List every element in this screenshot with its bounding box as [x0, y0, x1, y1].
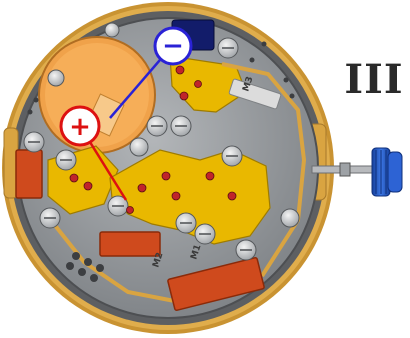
position-label: III [343, 58, 405, 102]
minus-label: − [162, 31, 184, 61]
crown [372, 148, 402, 196]
plus-terminal-marker: + [61, 107, 99, 145]
minus-terminal-marker: − [155, 28, 191, 64]
plus-label: + [69, 112, 91, 142]
